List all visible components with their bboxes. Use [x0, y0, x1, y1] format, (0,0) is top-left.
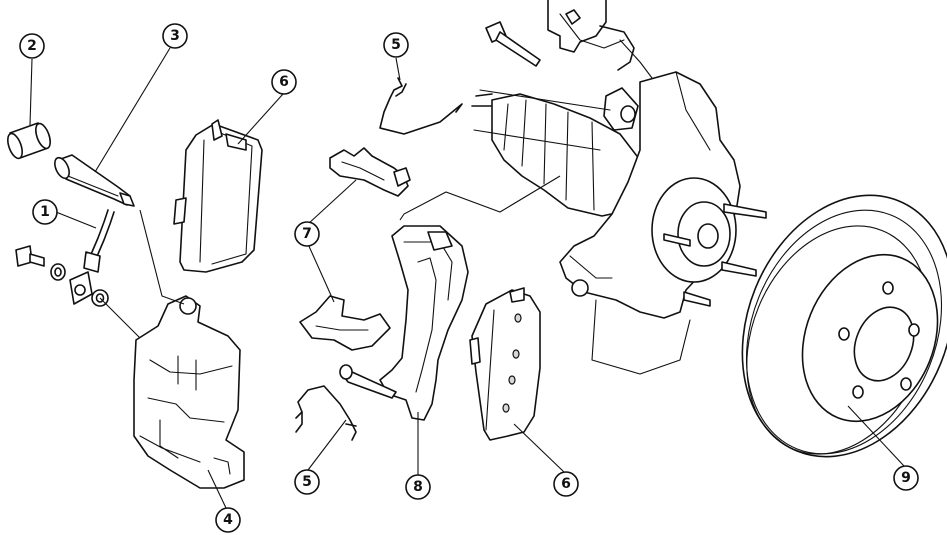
spring-clip-lower: [295, 385, 357, 441]
callout-8: 8: [405, 474, 431, 500]
svg-text:5: 5: [391, 37, 401, 53]
brake-disc-rotor: [741, 194, 947, 458]
anti-rattle-clip-lower: [299, 295, 391, 351]
svg-text:5: 5: [302, 474, 312, 490]
brake-hose-part: [15, 209, 115, 307]
caliper-body-part: [133, 295, 245, 489]
callout-6-left: 6: [271, 69, 297, 95]
svg-text:6: 6: [279, 74, 289, 90]
svg-text:9: 9: [901, 470, 911, 486]
callout-4: 4: [215, 507, 241, 533]
callout-6-right: 6: [553, 471, 579, 497]
leader-lines: [29, 47, 905, 509]
callout-5-lower: 5: [294, 469, 320, 495]
callout-9: 9: [893, 465, 919, 491]
svg-text:2: 2: [27, 38, 37, 54]
brake-pad-left: [173, 119, 263, 273]
callout-2: 2: [19, 33, 45, 59]
callout-7: 7: [294, 221, 320, 247]
anti-rattle-clip-upper: [329, 147, 411, 197]
guide-pin-part: [54, 154, 135, 207]
callout-3: 3: [162, 23, 188, 49]
svg-text:7: 7: [302, 226, 312, 242]
sleeve-part: [7, 122, 51, 160]
svg-text:1: 1: [40, 204, 50, 220]
steering-knuckle-assembly: [471, 0, 767, 375]
svg-text:3: 3: [170, 28, 180, 44]
svg-text:6: 6: [561, 476, 571, 492]
callout-5-upper: 5: [383, 32, 409, 58]
brake-pad-right: [469, 287, 541, 441]
spring-clip-upper: [379, 77, 463, 135]
caliper-bracket-part: [339, 225, 469, 421]
svg-text:8: 8: [413, 479, 423, 495]
callout-1: 1: [32, 199, 58, 225]
svg-text:4: 4: [223, 512, 233, 528]
